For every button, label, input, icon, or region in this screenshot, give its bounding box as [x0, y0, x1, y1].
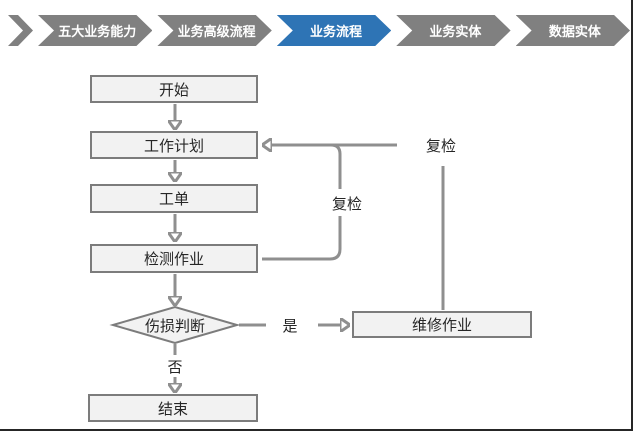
node-repair-work: 维修作业: [352, 311, 532, 338]
nav-step-label: 业务流程: [310, 24, 363, 39]
chevron-stripe-decoration: [8, 15, 33, 46]
nav-step-label: 业务实体: [429, 24, 482, 39]
nav-step-business-process-active[interactable]: 业务流程: [277, 15, 391, 46]
nav-step-data-entity[interactable]: 数据实体: [516, 15, 630, 46]
node-work-plan: 工作计划: [90, 131, 258, 159]
label-no: 否: [160, 356, 190, 376]
nav-step-label: 数据实体: [548, 24, 601, 39]
nav-step-business-high-level-process[interactable]: 业务高级流程: [157, 15, 271, 46]
edge-recheck-inner-lower: [262, 216, 342, 261]
slide-border-bottom: [0, 429, 633, 431]
process-step-nav: 五大业务能力 业务高级流程 业务流程 业务实体 数据实体: [8, 15, 630, 46]
nav-step-business-entity[interactable]: 业务实体: [396, 15, 510, 46]
edge-recheck-inner-upper: [330, 143, 342, 189]
node-damage-decision: 伤损判断: [144, 317, 205, 335]
label-recheck-inner: 复检: [322, 193, 372, 213]
node-start: 开始: [90, 75, 258, 103]
label-yes: 是: [275, 315, 305, 335]
node-end: 结束: [88, 394, 258, 422]
node-inspection-work: 检测作业: [90, 244, 258, 273]
node-work-order: 工单: [90, 184, 258, 213]
slide-border-right: [631, 0, 633, 431]
nav-step-five-business-capabilities[interactable]: 五大业务能力: [38, 15, 152, 46]
nav-step-label: 五大业务能力: [58, 24, 137, 39]
label-recheck-outer: 复检: [416, 135, 466, 155]
nav-step-label: 业务高级流程: [177, 24, 256, 39]
